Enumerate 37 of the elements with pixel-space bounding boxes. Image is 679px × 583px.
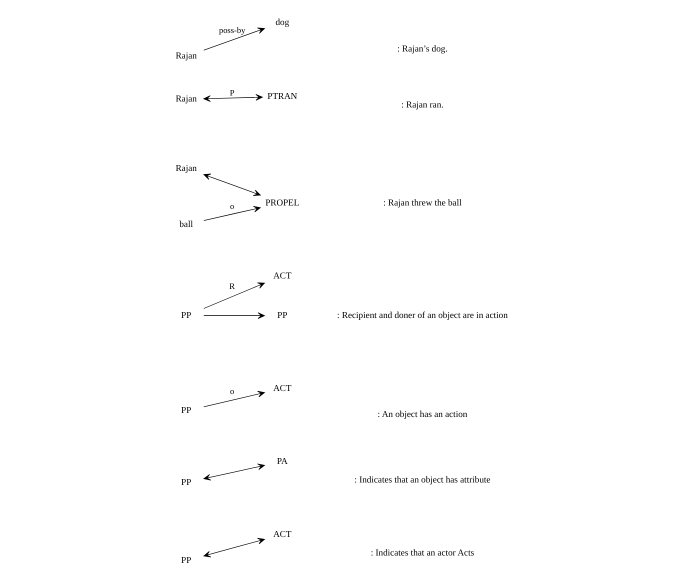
node-text: ball	[178, 218, 193, 229]
node-text: ACT	[272, 270, 291, 280]
edge-label: poss-by	[218, 25, 245, 36]
node-text: Rajan	[175, 50, 196, 61]
edge-label: P	[229, 88, 234, 98]
node-text: PTRAN	[266, 91, 297, 102]
edge-label: o	[230, 386, 234, 396]
label: : Rajan’s dog.	[396, 43, 448, 54]
arrow	[202, 312, 264, 319]
label: : Recipient and doner of an object are in action	[336, 310, 508, 320]
node-text: ACT	[272, 528, 291, 539]
node-text: PP	[276, 310, 287, 320]
arrow	[202, 206, 260, 221]
arrow	[202, 464, 264, 480]
node-text: PP	[180, 310, 191, 320]
label: : Rajan threw the ball	[382, 197, 462, 208]
node-text: Rajan	[175, 162, 196, 173]
arrow	[202, 174, 260, 196]
label: : An object has an action	[377, 409, 467, 420]
arrow	[202, 282, 264, 309]
label: : Rajan ran.	[400, 100, 444, 110]
node-text: PROPEL	[264, 197, 299, 208]
edge-label: R	[228, 281, 234, 292]
arrow	[202, 538, 264, 558]
node-text: PP	[180, 555, 191, 566]
label: : Indicates that an object has attribute	[354, 474, 490, 484]
node-text: PP	[180, 405, 191, 416]
node-text: dog	[274, 16, 289, 27]
node-text: PA	[276, 456, 288, 466]
edge-label: o	[230, 200, 234, 211]
node-text: ACT	[272, 383, 291, 394]
arrow	[202, 390, 264, 408]
node-text: Rajan	[175, 94, 196, 104]
node-text: PP	[180, 476, 191, 487]
arrow	[202, 94, 262, 102]
arrow	[202, 28, 264, 50]
label: : Indicates that an actor Acts	[370, 547, 474, 558]
